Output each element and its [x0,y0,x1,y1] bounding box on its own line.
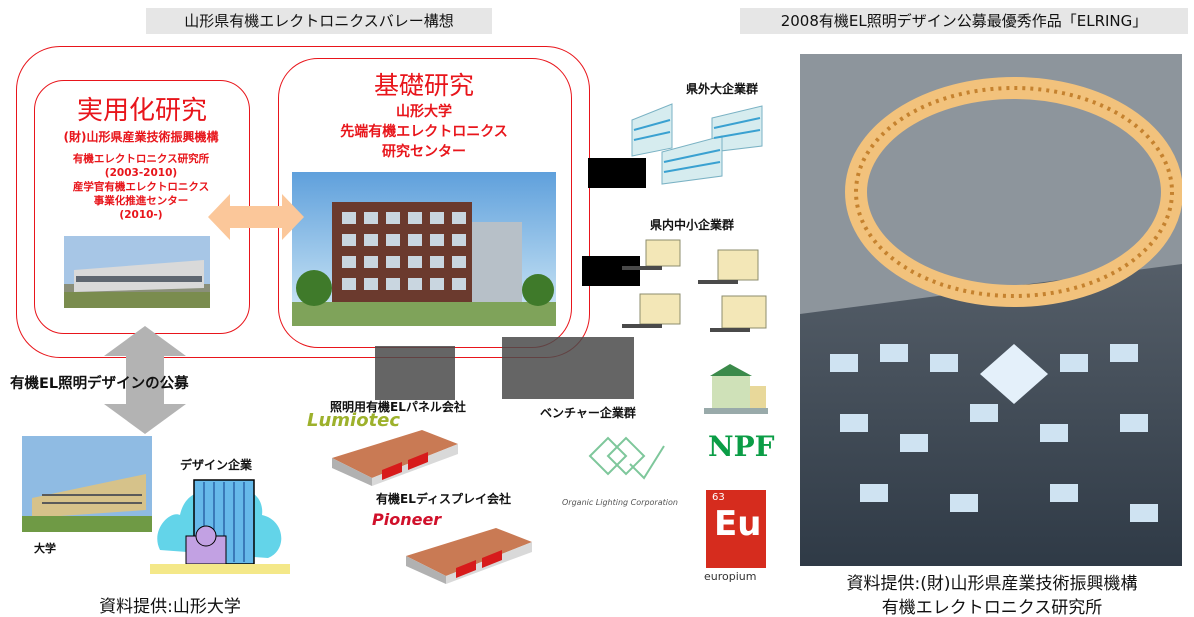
basic-line: 研究センター [382,144,466,160]
olc-logo-mark [588,436,665,480]
university-label: 大学 [34,542,56,555]
redacted-box-2 [582,256,640,286]
design-contest-arrow [104,326,186,434]
eu-symbol: Eu [714,504,762,544]
valley-frame [16,46,590,358]
lab-line: (2003-2010) [104,167,178,179]
large-companies-label: 県外大企業群 [686,82,759,96]
source-left-caption: 資料提供:山形大学 [99,597,241,617]
sme-companies-label: 県内中小企業群 [650,218,735,232]
research-center-photo [292,172,556,326]
redacted-box-4 [502,337,634,399]
large-companies-illustration [631,103,763,185]
source-right-line: 有機エレクトロニクス研究所 [881,598,1103,617]
collaboration-double-arrow [208,194,304,240]
redacted-box-1 [588,158,646,188]
practical-lab-block: 有機エレクトロニクス研究所 (2003-2010) 産学官有機エレクトロニクス … [36,152,246,222]
lab-line: 有機エレクトロニクス研究所 [72,153,210,165]
lab-line: 事業化推進センター [93,195,189,207]
source-right-caption: 資料提供:(財)山形県産業技術振興機構 有機エレクトロニクス研究所 [794,572,1190,617]
university-photo [22,436,152,532]
practical-title: 実用化研究 [76,96,207,126]
header-elring-title: 2008有機EL照明デザイン公募最優秀作品「ELRING」 [740,8,1188,34]
npf-logo: NPF [708,430,775,463]
elring-photo [800,54,1182,566]
lab-line: (2010-) [119,209,163,221]
europium-name: europium [704,570,757,583]
redacted-box-3 [375,346,455,400]
panel-factory-illustration [332,430,458,486]
institute-building-photo [64,236,210,308]
npf-building-illustration [704,364,768,414]
venture-label: ベンチャー企業群 [540,406,636,420]
design-company-label: デザイン企業 [180,458,253,472]
basic-line: 山形大学 [396,104,452,120]
pioneer-logo: Pioneer [372,510,442,529]
basic-title: 基礎研究 [373,71,474,100]
practical-org: (財)山形県産業技術振興機構 [63,130,219,144]
eu-number: 63 [712,492,725,503]
lumiotec-logo: Lumiotec [307,410,401,431]
design-company-illustration [150,479,290,574]
basic-line: 先端有機エレクトロニクス [340,124,508,140]
display-company-label: 有機ELディスプレイ会社 [376,492,512,506]
display-factory-illustration [406,528,532,584]
design-contest-label: 有機EL照明デザインの公募 [10,376,189,392]
lab-line: 産学官有機エレクトロニクス [72,181,210,193]
panel-company-label: 照明用有機ELパネル会社 [330,400,466,414]
sme-companies-illustration [622,239,767,332]
header-vision-title: 山形県有機エレクトロニクスバレー構想 [146,8,492,34]
olc-name: Organic Lighting Corporation [562,498,678,507]
source-right-line: 資料提供:(財)山形県産業技術振興機構 [846,574,1138,594]
europium-logo: 63 Eu [706,490,766,568]
basic-block: 山形大学 先端有機エレクトロニクス 研究センター [280,102,568,162]
